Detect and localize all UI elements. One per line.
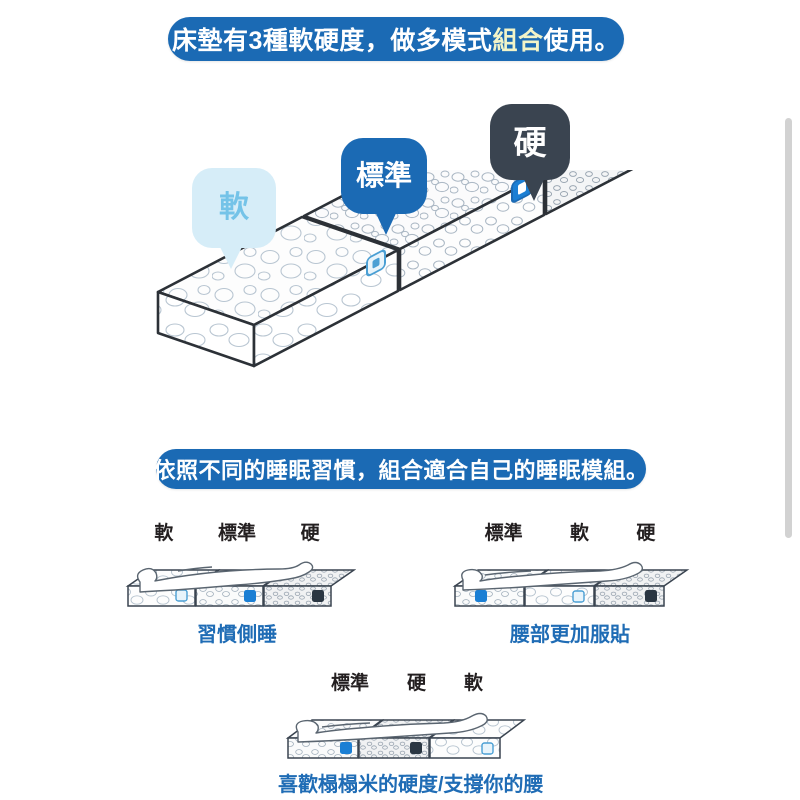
bubble-soft-label: 軟 — [219, 191, 249, 224]
scrollbar-thumb[interactable] — [785, 118, 792, 538]
hero-standard-front-face — [398, 172, 546, 292]
config-1-label-2: 標準 — [217, 523, 256, 544]
config-2-label-1: 標準 — [484, 523, 523, 544]
config-3-illustration — [278, 696, 536, 773]
config-2-labels: 標準 軟 硬 — [445, 518, 695, 545]
bubble-standard-label: 標準 — [355, 160, 412, 191]
bubble-standard[interactable]: 標準 — [341, 138, 427, 235]
config-1-labels: 軟 標準 硬 — [118, 518, 356, 545]
top-banner-highlight: 組合 — [492, 27, 544, 55]
top-banner: 床墊有3種軟硬度，做多模式組合使用。 — [168, 17, 624, 61]
middle-banner: 依照不同的睡眠習慣，組合適合自己的睡眠模組。 — [153, 449, 649, 489]
config-1-caption: 習慣側睡 — [197, 624, 277, 646]
bubble-hard[interactable]: 硬 — [490, 104, 570, 201]
config-3-label-1: 標準 — [330, 673, 369, 694]
config-1-body-figure — [136, 561, 314, 593]
config-2-standard-badge-icon — [475, 590, 487, 602]
config-3-standard-badge-icon — [340, 742, 352, 754]
config-2-hard-badge-icon — [645, 590, 657, 602]
bubble-hard-tail — [522, 175, 546, 201]
config-2-soft-badge-icon — [572, 590, 585, 603]
bubble-standard-tail — [373, 209, 398, 235]
bubble-hard-label: 硬 — [513, 123, 547, 161]
config-1-soft-badge-icon — [175, 589, 188, 602]
top-banner-suffix: 使用。 — [543, 27, 620, 55]
config-3-label-3: 軟 — [463, 673, 483, 694]
bubble-soft-tail — [218, 245, 243, 269]
config-2-label-2: 軟 — [569, 523, 589, 544]
bubble-soft[interactable]: 軟 — [192, 168, 276, 269]
hero-hard-front-face — [544, 96, 692, 216]
config-1-hard-badge-icon — [312, 590, 324, 602]
config-3-labels: 標準 硬 軟 — [278, 668, 536, 695]
config-3-label-2: 硬 — [406, 673, 426, 694]
config-2-caption: 腰部更加服貼 — [510, 624, 630, 646]
config-3-hard-badge-icon — [410, 742, 422, 754]
config-1-illustration — [118, 546, 357, 623]
config-2-body-figure — [461, 561, 644, 591]
config-tatami-firmness: 標準 硬 軟 — [278, 668, 544, 796]
config-1-standard-badge-icon — [244, 590, 256, 602]
config-3-soft-badge-icon — [481, 742, 494, 755]
top-banner-prefix: 床墊有3種軟硬度，做多模式 — [172, 27, 493, 55]
hero-soft-front-face — [252, 248, 400, 368]
config-2-label-3: 硬 — [636, 523, 656, 544]
config-1-label-1: 軟 — [154, 523, 174, 544]
config-side-sleeping: 軟 標準 硬 — [118, 518, 357, 646]
config-3-caption: 喜歡榻榻米的硬度/支撐你的腰 — [278, 774, 544, 796]
middle-banner-text: 依照不同的睡眠習慣，組合適合自己的睡眠模組。 — [153, 458, 649, 483]
hero-soft-badge-icon — [366, 249, 386, 277]
config-3-body-figure — [295, 712, 488, 743]
config-lumbar-support: 標準 軟 硬 — [445, 518, 695, 646]
config-1-label-3: 硬 — [300, 523, 320, 544]
config-2-illustration — [445, 546, 695, 623]
